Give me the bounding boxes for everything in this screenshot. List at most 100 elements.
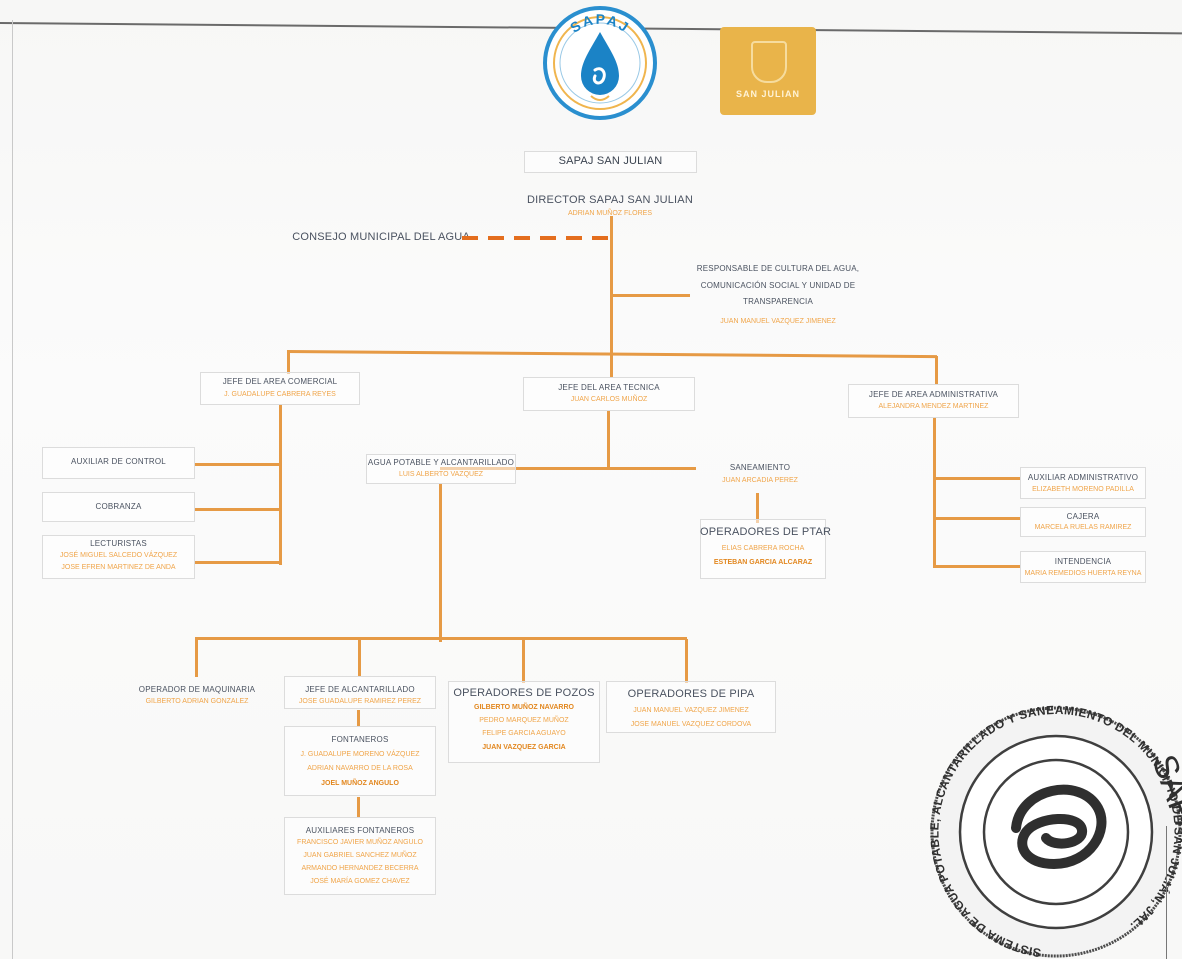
aux-fontaneros-name-1: FRANCISCO JAVIER MUÑOZ ANGULO (297, 839, 423, 846)
auxiliar-label: AUXILIAR ADMINISTRATIVO (1027, 473, 1139, 482)
aux-fontaneros-name-2: JUAN GABRIEL SANCHEZ MUÑOZ (303, 852, 417, 859)
administrativa-box (848, 384, 1019, 418)
ptar-box (700, 519, 826, 579)
san-julian-logo-text: SAN JULIAN (735, 89, 800, 99)
connector-line (195, 637, 687, 640)
connector-line (685, 639, 688, 683)
connector-line (195, 637, 198, 677)
intendencia-box (1020, 551, 1146, 583)
pozos-name-1: GILBERTO MUÑOZ NAVARRO (474, 704, 574, 711)
fontaneros-name-1: J. GUADALUPE MORENO VÁZQUEZ (300, 751, 420, 758)
ptar-title: OPERADORES DE PTAR (700, 526, 832, 538)
cobranza-box (42, 492, 195, 522)
control-label: AUXILIAR DE CONTROL (71, 457, 166, 466)
auxiliar-name: ELIZABETH MORENO PADILLA (1032, 486, 1134, 493)
connector-line (440, 467, 696, 470)
sapaj-official-seal: SISTEMA DE AGUA POTABLE, ALCANTARILLADO … (930, 703, 1182, 959)
alcantarillado-title: JEFE DE ALCANTARILLADO (305, 685, 415, 694)
tecnica-box (523, 377, 695, 411)
intendencia-label: INTENDENCIA (1054, 557, 1112, 566)
lecturistas-label: LECTURISTAS (90, 539, 147, 548)
seal-side-bar (1166, 826, 1167, 959)
aux-fontaneros-box (284, 817, 436, 895)
connector-line (357, 710, 360, 726)
fontaneros-name-3: JOEL MUÑOZ ANGULO (321, 780, 399, 787)
administrativa-name: ALEJANDRA MENDEZ MARTINEZ (878, 403, 989, 410)
cultura-title-1: RESPONSABLE DE CULTURA DEL AGUA, (696, 264, 860, 273)
agua-name: LUIS ALBERTO VAZQUEZ (398, 471, 484, 478)
saneamiento-title: SANEAMIENTO (729, 463, 791, 472)
connector-line (195, 508, 281, 511)
sapaj-logo: SAPAJ (543, 6, 657, 120)
intendencia-name: MARIA REMEDIOS HUERTA REYNA (1024, 570, 1142, 577)
comercial-title: JEFE DEL AREA COMERCIAL (222, 377, 338, 386)
connector-line (287, 350, 290, 374)
fontaneros-box (284, 726, 436, 796)
caja-label: CAJERA (1066, 512, 1100, 521)
ptar-name-2: ESTEBAN GARCIA ALCARAZ (713, 559, 813, 566)
cobranza-label: COBRANZA (95, 502, 142, 511)
connector-line (935, 356, 938, 384)
aux-fontaneros-name-4: JOSÉ MARÍA GOMEZ CHAVEZ (310, 878, 410, 885)
cultura-title-3: TRANSPARENCIA (742, 297, 814, 306)
consejo-dashed-connector (462, 236, 612, 240)
tecnica-title: JEFE DEL AREA TECNICA (558, 383, 660, 392)
administrativa-title: JEFE DE AREA ADMINISTRATIVA (868, 390, 999, 399)
tecnica-name: JUAN CARLOS MUÑOZ (570, 396, 648, 403)
fontaneros-title: FONTANEROS (331, 735, 389, 744)
agua-title: AGUA POTABLE Y ALCANTARILLADO (367, 458, 515, 467)
aux-fontaneros-name-3: ARMANDO HERNANDEZ BECERRA (301, 865, 419, 872)
lecturistas-name-2: JOSE EFREN MARTINEZ DE ANDA (61, 564, 176, 571)
lecturistas-name-1: JOSÉ MIGUEL SALCEDO VÁZQUEZ (59, 552, 178, 559)
connector-line (607, 411, 610, 469)
pozos-box (448, 681, 600, 763)
consejo-label: CONSEJO MUNICIPAL DEL AGUA (292, 231, 470, 243)
pozos-name-3: FELIPE GARCIA AGUAYO (482, 730, 566, 737)
connector-line (935, 565, 1020, 568)
connector-line (195, 463, 281, 466)
comercial-name: J. GUADALUPE CABRERA REYES (224, 391, 336, 398)
connector-line (610, 352, 613, 378)
org-title: SAPAJ SAN JULIAN (558, 155, 663, 167)
alcantarillado-box (284, 676, 436, 709)
scan-edge-left (12, 20, 13, 959)
pipa-name-1: JUAN MANUEL VAZQUEZ JIMENEZ (633, 707, 749, 714)
pipa-box (606, 681, 776, 733)
shield-icon (751, 41, 787, 83)
director-name: ADRIAN MUÑOZ FLORES (567, 210, 652, 217)
connector-line (357, 797, 360, 817)
agua-box (366, 454, 516, 484)
ptar-name-1: ELIAS CABRERA ROCHA (721, 545, 805, 552)
control-box (42, 447, 195, 479)
maquinaria-title: OPERADOR DE MAQUINARIA (138, 685, 256, 694)
connector-line (612, 294, 690, 297)
aux-fontaneros-title: AUXILIARES FONTANEROS (305, 826, 415, 835)
saneamiento-name: JUAN ARCADIA PEREZ (722, 477, 798, 484)
connector-line (358, 639, 361, 677)
pozos-name-4: JUAN VAZQUEZ GARCIA (482, 744, 566, 751)
connector-line (439, 484, 442, 642)
connector-line (933, 418, 936, 568)
org-title-box (524, 151, 697, 173)
comercial-box (200, 372, 360, 405)
auxiliar-box (1020, 467, 1146, 499)
san-julian-logo: SAN JULIAN (720, 27, 816, 115)
pipa-name-2: JOSE MANUEL VAZQUEZ CORDOVA (630, 721, 752, 728)
maquinaria-name: GILBERTO ADRIAN GONZALEZ (145, 698, 249, 705)
caja-name: MARCELA RUELAS RAMIREZ (1034, 524, 1132, 531)
pozos-title: OPERADORES DE POZOS (453, 687, 595, 699)
fontaneros-name-2: ADRIAN NAVARRO DE LA ROSA (307, 765, 413, 772)
pipa-title: OPERADORES DE PIPA (627, 688, 755, 700)
connector-line (935, 517, 1020, 520)
caja-box (1020, 507, 1146, 537)
lecturistas-box (42, 535, 195, 579)
connector-line (935, 477, 1020, 480)
alcantarillado-name: JOSE GUADALUPE RAMIREZ PEREZ (298, 698, 422, 705)
director-title: DIRECTOR SAPAJ SAN JULIAN (527, 194, 693, 206)
connector-line (195, 561, 281, 564)
connector-line (279, 405, 282, 565)
pozos-name-2: PEDRO MARQUEZ MUÑOZ (479, 717, 569, 724)
cultura-name: JUAN MANUEL VAZQUEZ JIMENEZ (720, 318, 836, 325)
connector-line (610, 216, 613, 356)
